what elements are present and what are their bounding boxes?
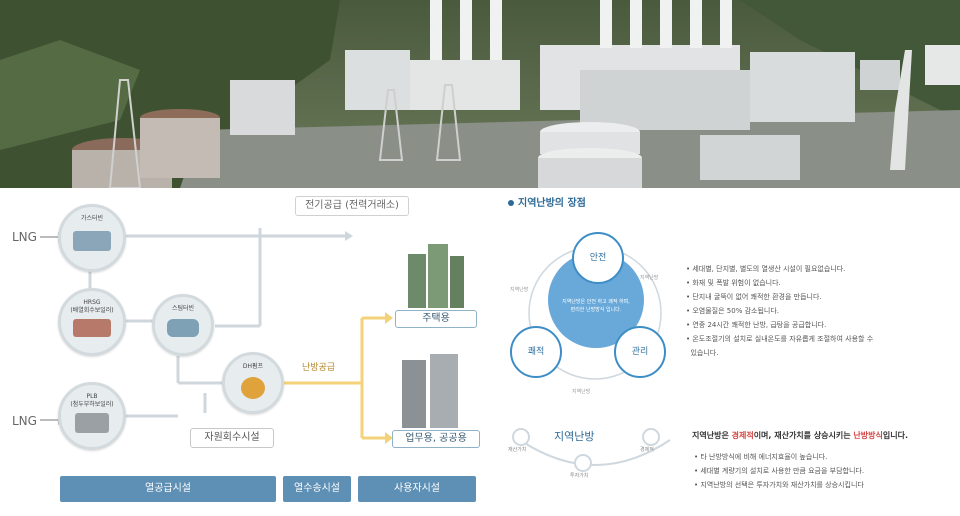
investment-value-label: 투자가치 [570,473,589,479]
economy-headline: 지역난방은 경제적이며, 재산가치를 상승시키는 난방방식입니다. [692,431,908,440]
economy-arc [519,439,671,466]
center-line-1: 지역난방은 안전 하고 쾌적 하며, [562,299,630,305]
gas-turbine-label: 가스터빈 [80,215,104,222]
user-facility-bar: 사용자시설 [358,476,476,502]
commercial-building-illustration [398,354,472,430]
hrsg-illustration [73,319,111,337]
benefits-center-text: 지역난방은 안전 하고 쾌적 하며, 편리한 난방방식 입니다. [548,298,644,314]
steam-turbine-illustration [167,319,199,337]
lng-label-bottom: LNG [12,414,37,428]
economy-bullet: • 세대별 계량기의 설치로 사용한 만큼 요금을 부담합니다. [694,467,865,475]
benefits-title: 지역난방의 장점 [508,194,586,209]
investment-value-dot [574,454,592,472]
property-value-dot [512,428,530,446]
benefit-bullet-continuation: 있습니다. [690,349,719,357]
plb-illustration [75,413,109,433]
district-heating-benefits-panel: 지역난방의 장점 지역난방은 안전 하고 쾌적 하며, 편리한 난방방식 입니다… [490,188,960,516]
dh-pump-label: DH펌프 [242,363,264,370]
hrsg-sublabel: (배열회수보일러) [70,307,114,314]
benefit-bullet: • 단지내 굴뚝이 없어 쾌적한 환경을 만듭니다. [686,293,822,301]
benefits-title-text: 지역난방의 장점 [518,198,586,209]
steam-turbine-node: 스팀터빈 [152,294,214,356]
safety-circle: 안전 [572,232,624,284]
economy-bullet-list: • 타 난방방식에 비해 에너지효율이 높습니다. • 세대별 계량기의 설치로… [694,450,864,492]
hrsg-label: HRSG [83,299,101,306]
economic-dot [642,428,660,446]
gas-turbine-node: 가스터빈 [58,204,126,272]
arc-label-right: 지역난방 [640,275,659,281]
economy-bullet: • 지역난방의 선택은 투자가치와 재산가치를 상승시킵니다 [694,481,864,489]
steam-turbine-label: 스팀터빈 [171,305,195,312]
plb-node: PLB (첨두부하보일러) [58,382,126,450]
benefit-bullet: • 화재 및 폭발 위험이 없습니다. [686,279,781,287]
property-value-label: 재산가치 [508,447,527,453]
arc-label-bottom: 지역난방 [572,389,591,395]
economy-bullet: • 타 난방방식에 비해 에너지효율이 높습니다. [694,453,828,461]
benefit-bullet: • 연중 24시간 쾌적한 난방, 급탕을 공급합니다. [686,321,827,329]
plb-label: PLB [86,393,98,400]
benefit-bullet: • 오염물질은 50% 감소됩니다. [686,307,779,315]
arc-label-left: 지역난방 [510,287,529,293]
power-plant-photo [0,0,960,188]
heat-supply-flow-diagram: LNG LNG 가스터빈 HRSG (배열회수보일러) 스팀터빈 PLB (첨두… [0,188,490,516]
lng-label-top: LNG [12,230,37,244]
resource-recovery-label: 자원회수시설 [190,428,274,448]
heat-generation-bar: 열공급시설 [60,476,276,502]
gas-turbine-illustration [73,231,111,251]
economy-center-label: 지역난방 [554,430,595,443]
dh-pump-node: DH펌프 [222,352,284,414]
hrsg-node: HRSG (배열회수보일러) [58,288,126,356]
power-plant-image [0,0,960,188]
comfort-circle: 쾌적 [510,326,562,378]
management-circle: 관리 [614,326,666,378]
center-line-2: 편리한 난방방식 입니다. [570,307,622,313]
heat-transport-bar: 열수송시설 [283,476,351,502]
economic-label: 경제적 [640,447,654,453]
commercial-label: 업무용, 공공용 [392,430,480,448]
residential-building-illustration [400,238,470,310]
benefits-bullet-list: • 세대별, 단지별, 별도의 열생산 시설이 필요없습니다. • 화재 및 폭… [686,262,873,360]
dh-pump-illustration [241,377,265,399]
heat-supply-label: 난방공급 [302,363,336,373]
benefit-bullet: • 온도조절기의 설치로 실내온도를 자유롭게 조절하여 사용할 수 [686,335,874,343]
residential-label: 주택용 [395,310,477,328]
title-bullet-icon [508,200,514,206]
power-supply-label: 전기공급 (전력거래소) [295,196,409,216]
plb-sublabel: (첨두부하보일러) [70,401,114,408]
benefit-bullet: • 세대별, 단지별, 별도의 열생산 시설이 필요없습니다. [686,265,846,273]
